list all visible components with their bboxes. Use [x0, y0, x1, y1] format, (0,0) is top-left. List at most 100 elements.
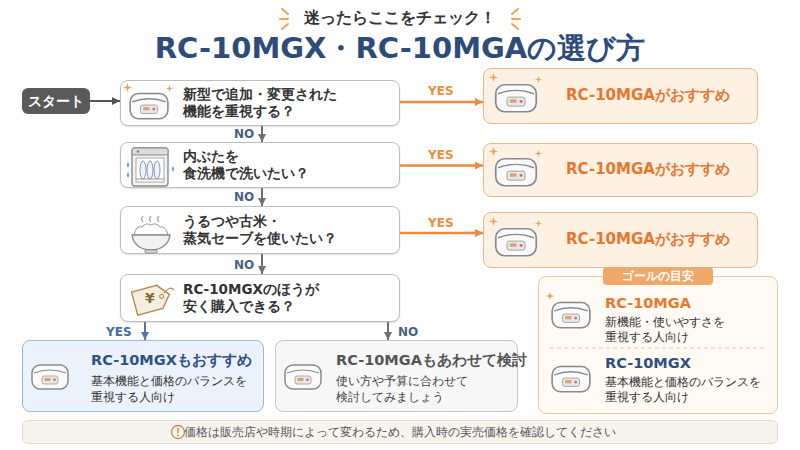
title-accent — [512, 24, 518, 29]
sparkle — [535, 76, 542, 83]
start-terminal: スタート — [22, 88, 90, 114]
notice-icon — [177, 428, 178, 433]
yen-mark: ¥ — [145, 290, 155, 306]
goal-body: 新機能・使いやすさを 重視する人向け — [605, 315, 733, 345]
rice-cooker-icon — [496, 229, 537, 256]
goal-heading: RC-10MGX — [605, 355, 691, 371]
start-label: スタート — [22, 88, 90, 114]
sparkle — [166, 85, 173, 92]
result-body: 基本機能と価格のバランスを 重視する人向け — [91, 373, 261, 405]
result-text: RC-10MGAがおすすめ — [566, 213, 730, 266]
flow-arrow — [387, 322, 389, 340]
edge-label: YES — [428, 148, 454, 162]
rice-cooker-icon — [285, 365, 321, 389]
flow-arrow — [261, 126, 263, 142]
rice-cooker-icon — [496, 159, 537, 186]
flow-arrow — [261, 254, 263, 274]
title-accent — [512, 9, 518, 14]
edge-label: YES — [428, 84, 454, 98]
goal-heading: RC-10MGA — [605, 295, 691, 311]
flow-arrow — [400, 164, 483, 167]
notice-text: 価格は販売店や時期によって変わるため、購入時の実売価格を確認してください — [23, 421, 777, 443]
goal-item: RC-10MGA 新機能・使いやすさを 重視する人向け — [547, 291, 771, 349]
rice-cooker-icon — [130, 94, 168, 119]
notice-box: 価格は販売店や時期によって変わるため、購入時の実売価格を確認してください — [22, 420, 778, 444]
result-text: RC-10MGAがおすすめ — [566, 69, 730, 122]
dishwasher-icon — [127, 162, 130, 168]
rice-bowl-icon — [132, 216, 170, 253]
dishwasher-icon — [127, 148, 175, 186]
question-box: 内ぶたを 食洗機で洗いたい？ — [120, 142, 400, 188]
subtitle: 迷ったらここをチェック！ — [0, 7, 800, 29]
flow-arrow — [144, 322, 146, 340]
rice-cooker-icon — [32, 365, 68, 389]
result-heading: RC-10MGXもおすすめ — [91, 351, 252, 370]
goal-body: 基本機能と価格のバランスを 重視する人向け — [605, 375, 765, 405]
result-text: RC-10MGAがおすすめ — [566, 144, 730, 195]
sparkle — [535, 150, 542, 157]
price-tag-icon — [164, 288, 174, 293]
notice-icon — [172, 426, 185, 439]
question-box: RC-10MGXのほうが 安く購入できる？ — [120, 274, 400, 322]
question-box: うるつや古米・ 蒸気セーブを使いたい？ — [120, 206, 400, 254]
goal-panel: ゴールの目安RC-10MGA新機能・使いやすさを 重視する人向けRC-10MGX… — [538, 276, 778, 414]
sparkle — [489, 217, 498, 226]
rice-cooker-icon — [552, 303, 590, 328]
result-heading: RC-10MGAもあわせて検討 — [336, 351, 527, 370]
price-tag-icon — [159, 294, 164, 299]
question-text: 内ぶたを 食洗機で洗いたい？ — [183, 148, 348, 182]
flow-arrow — [400, 101, 483, 104]
notice-icon — [172, 426, 185, 439]
result-box: RC-10MGAもあわせて検討使い方や予算に合わせて 検討してみましょう — [275, 340, 518, 412]
title-accent — [282, 9, 288, 14]
sparkle — [535, 220, 542, 227]
rice-cooker-icon — [552, 367, 590, 392]
edge-label: NO — [234, 258, 254, 272]
rice-cooker-icon — [496, 85, 537, 112]
sparkle — [489, 147, 498, 156]
question-text: RC-10MGXのほうが 安く購入できる？ — [183, 281, 348, 315]
title-accent — [282, 24, 288, 29]
dishwasher-icon — [140, 161, 146, 179]
question-text: 新型で追加・変更された 機能を重視する？ — [183, 86, 348, 120]
notice-icon — [177, 435, 179, 437]
edge-label: NO — [234, 190, 254, 204]
result-box: RC-10MGAがおすすめ — [483, 68, 758, 124]
flow-arrow — [261, 188, 263, 206]
rice-bowl-icon — [142, 216, 160, 222]
dishwasher-icon — [154, 161, 160, 179]
goal-item: RC-10MGX 基本機能と価格のバランスを 重視する人向け — [547, 351, 771, 409]
price-tag-icon — [132, 283, 173, 315]
dishwasher-icon — [172, 166, 175, 172]
edge-label: YES — [106, 325, 132, 339]
result-body: 使い方や予算に合わせて 検討してみましょう — [336, 373, 478, 405]
dishwasher-icon — [127, 172, 130, 178]
dishwasher-icon — [136, 179, 164, 180]
sparkle — [546, 292, 554, 300]
rice-bowl-icon — [132, 235, 170, 250]
edge-label: YES — [428, 216, 454, 230]
dishwasher-icon — [147, 161, 153, 179]
dishwasher-icon — [132, 148, 168, 155]
result-box: RC-10MGAがおすすめ — [483, 143, 758, 197]
rice-cooker-icon — [32, 85, 590, 392]
price-tag-icon — [132, 283, 174, 315]
diagram-title: RC-10MGX・RC-10MGAの選び方 — [0, 30, 800, 66]
result-box: RC-10MGXもおすすめ基本機能と価格のバランスを 重視する人向け — [22, 340, 264, 412]
dishwasher-icon — [137, 150, 139, 152]
title-accent — [512, 18, 520, 20]
question-box: 新型で追加・変更された 機能を重視する？ — [120, 80, 400, 126]
flow-arrow — [90, 100, 120, 102]
result-box: RC-10MGAがおすすめ — [483, 212, 758, 268]
sparkle — [123, 73, 554, 300]
dishwasher-icon — [132, 148, 168, 186]
rice-bowl-icon — [145, 250, 157, 253]
goal-separator — [550, 348, 766, 349]
question-text: うるつや古米・ 蒸気セーブを使いたい？ — [183, 213, 348, 247]
title-accent — [280, 18, 288, 20]
